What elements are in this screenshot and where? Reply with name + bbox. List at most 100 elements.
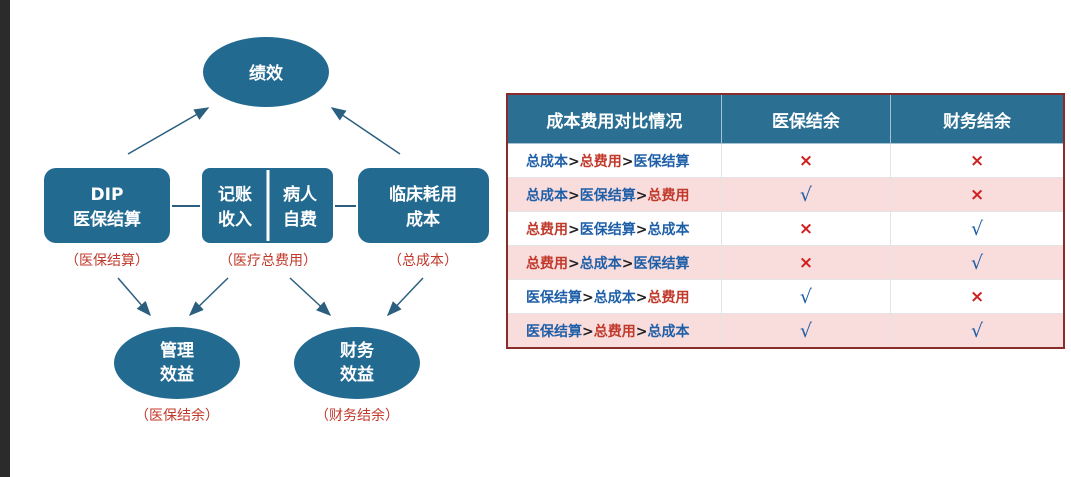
node-dip-line1: DIP	[91, 185, 124, 205]
header-insurance-surplus: 医保结余	[720, 93, 892, 144]
insurance-surplus-cell: √	[720, 279, 892, 314]
cross-mark-icon: ×	[969, 184, 985, 205]
cross-mark-icon: ×	[969, 286, 985, 307]
cross-mark-icon: ×	[798, 218, 814, 239]
condition-cell: 医保结算>总费用>总成本	[506, 313, 722, 349]
cost-term: 医保结算	[579, 221, 636, 238]
cost-term: 总成本	[593, 289, 636, 306]
table-row: 总成本>总费用>医保结算××	[506, 143, 1065, 178]
cost-term: 医保结算	[526, 323, 582, 340]
greater-than-sign: >	[582, 289, 594, 306]
cost-term: 总费用	[593, 323, 636, 340]
greater-than-sign: >	[635, 221, 648, 238]
condition-cell: 总成本>总费用>医保结算	[506, 143, 722, 178]
cost-term: 医保结算	[579, 187, 636, 204]
insurance-surplus-cell: ×	[720, 211, 892, 246]
header-comparison: 成本费用对比情况	[506, 93, 722, 144]
greater-than-sign: >	[582, 323, 594, 340]
cost-term: 总费用	[647, 187, 690, 204]
cost-term: 总成本	[526, 153, 568, 170]
cross-mark-icon: ×	[969, 150, 985, 171]
greater-than-sign: >	[568, 153, 580, 170]
node-fin-benefit	[294, 327, 420, 399]
greater-than-sign: >	[635, 289, 648, 306]
cost-term: 总成本	[647, 221, 690, 238]
check-mark-icon: √	[799, 183, 812, 206]
header-financial-surplus: 财务结余	[890, 93, 1065, 144]
cost-term: 总成本	[647, 323, 690, 340]
check-mark-icon: √	[971, 319, 984, 342]
node-performance-label: 绩效	[249, 63, 283, 84]
table-row: 总成本>医保结算>总费用√×	[506, 177, 1065, 212]
label-fin: （财务结余）	[315, 407, 399, 424]
check-mark-icon: √	[971, 251, 984, 274]
arrow-dip-to-mgmt	[117, 277, 151, 317]
node-self-line1: 病人	[283, 184, 318, 205]
check-mark-icon: √	[799, 319, 812, 342]
financial-surplus-cell: ×	[890, 279, 1065, 314]
node-clinical-cost	[358, 168, 489, 243]
flow-diagram: 绩效 DIP 医保结算 记账 收入 病人 自费 临床耗用 成本 （医保结算） （…	[44, 37, 489, 424]
label-mgmt: （医保结余）	[135, 407, 219, 424]
node-fin-line2: 效益	[340, 364, 374, 385]
cross-mark-icon: ×	[798, 150, 814, 171]
node-performance	[203, 37, 329, 107]
insurance-surplus-cell: √	[720, 313, 892, 349]
table-row: 医保结算>总费用>总成本√√	[506, 313, 1065, 349]
greater-than-sign: >	[568, 187, 580, 204]
node-self-line2: 自费	[283, 209, 317, 230]
node-bill-line1: 记账	[218, 185, 252, 205]
arrow-cost-to-fin	[386, 277, 424, 317]
node-mgmt-line1: 管理	[160, 340, 194, 361]
cost-term: 医保结算	[633, 255, 690, 272]
financial-surplus-cell: ×	[890, 177, 1065, 212]
arrow-medical-to-mgmt	[188, 277, 229, 317]
financial-surplus-cell: √	[890, 211, 1065, 246]
cross-mark-icon: ×	[798, 252, 814, 273]
table-header-row: 成本费用对比情况 医保结余 财务结余	[506, 93, 1065, 144]
condition-cell: 总费用>医保结算>总成本	[506, 211, 722, 246]
insurance-surplus-cell: ×	[720, 245, 892, 280]
cost-term: 总费用	[647, 289, 690, 306]
greater-than-sign: >	[635, 323, 648, 340]
table-row: 总费用>医保结算>总成本×√	[506, 211, 1065, 246]
greater-than-sign: >	[635, 187, 648, 204]
cost-term: 总成本	[579, 255, 622, 272]
cost-term: 总费用	[526, 221, 568, 238]
node-fin-line1: 财务	[339, 340, 375, 361]
arrow-medical-to-fin	[289, 277, 332, 317]
left-edge-bar	[0, 0, 10, 477]
node-mgmt-line2: 效益	[160, 364, 194, 385]
cost-term: 总成本	[526, 187, 568, 204]
condition-cell: 医保结算>总成本>总费用	[506, 279, 722, 314]
cost-term: 医保结算	[633, 153, 690, 170]
greater-than-sign: >	[568, 255, 580, 272]
label-total-cost: （总成本）	[388, 253, 458, 269]
greater-than-sign: >	[621, 255, 634, 272]
label-dip: （医保结算）	[65, 253, 149, 269]
greater-than-sign: >	[568, 221, 580, 238]
arrow-cost-to-performance	[330, 107, 401, 155]
condition-cell: 总成本>医保结算>总费用	[506, 177, 722, 212]
greater-than-sign: >	[621, 153, 634, 170]
check-mark-icon: √	[799, 285, 812, 308]
node-clinical-line2: 成本	[406, 209, 440, 230]
node-dip	[44, 168, 170, 243]
insurance-surplus-cell: ×	[720, 143, 892, 178]
condition-cell: 总费用>总成本>医保结算	[506, 245, 722, 280]
cost-term: 总费用	[579, 153, 622, 170]
cost-comparison-table: 成本费用对比情况 医保结余 财务结余 总成本>总费用>医保结算××总成本>医保结…	[506, 93, 1065, 349]
arrow-dip-to-performance	[127, 107, 210, 155]
label-medical-total: （医疗总费用）	[219, 253, 317, 269]
table-row: 医保结算>总成本>总费用√×	[506, 279, 1065, 314]
cost-term: 医保结算	[526, 289, 582, 306]
node-dip-line2: 医保结算	[73, 209, 141, 230]
financial-surplus-cell: √	[890, 245, 1065, 280]
node-bill-line2: 收入	[218, 209, 252, 230]
cost-term: 总费用	[526, 255, 568, 272]
financial-surplus-cell: ×	[890, 143, 1065, 178]
table-row: 总费用>总成本>医保结算×√	[506, 245, 1065, 280]
node-mgmt-benefit	[114, 327, 240, 399]
insurance-surplus-cell: √	[720, 177, 892, 212]
check-mark-icon: √	[971, 217, 984, 240]
